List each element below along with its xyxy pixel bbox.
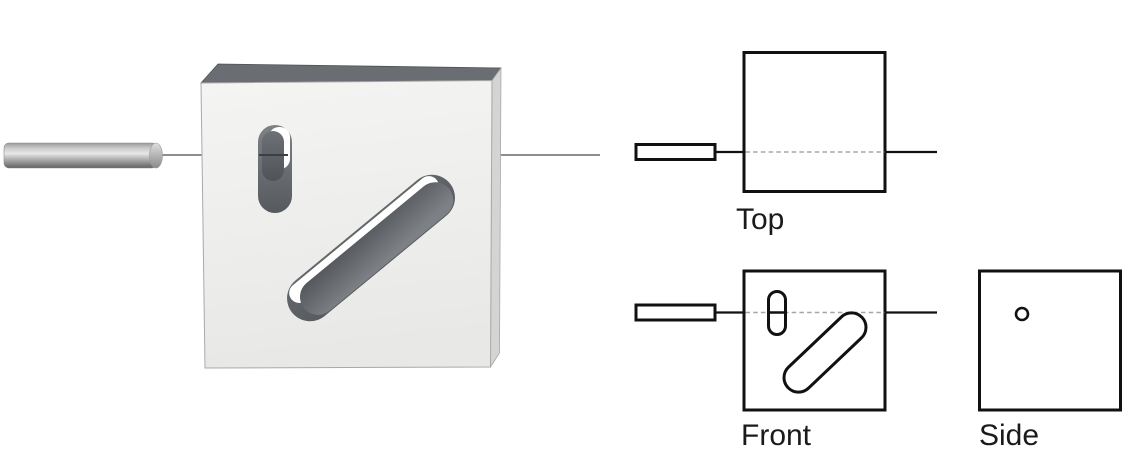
- handle-cylinder: [3, 142, 158, 169]
- block-3d: [200, 63, 502, 369]
- top-view-handle: [634, 143, 717, 161]
- front-view-outline: [742, 269, 887, 412]
- top-view-label: Top: [736, 203, 784, 236]
- block-top-face: [200, 63, 502, 84]
- block-front-face: [200, 79, 493, 369]
- rod-handle-3d: [3, 142, 163, 169]
- side-view-rod-hole: [1014, 306, 1030, 322]
- front-view-label: Front: [741, 419, 812, 452]
- perspective-view: [3, 63, 600, 369]
- front-view-handle: [634, 303, 717, 322]
- side-view-outline: [978, 269, 1122, 412]
- handle-cylinder-cap: [149, 142, 163, 169]
- side-view: Side: [978, 269, 1122, 452]
- diagonal-slot-3d: [287, 174, 455, 322]
- top-view-outline: [742, 51, 887, 193]
- front-view-diagonal-slot: [782, 311, 868, 394]
- side-view-label: Side: [979, 419, 1039, 452]
- top-view: Top: [634, 51, 937, 236]
- vertical-slot-3d: [258, 125, 292, 213]
- front-view: Front: [634, 269, 937, 452]
